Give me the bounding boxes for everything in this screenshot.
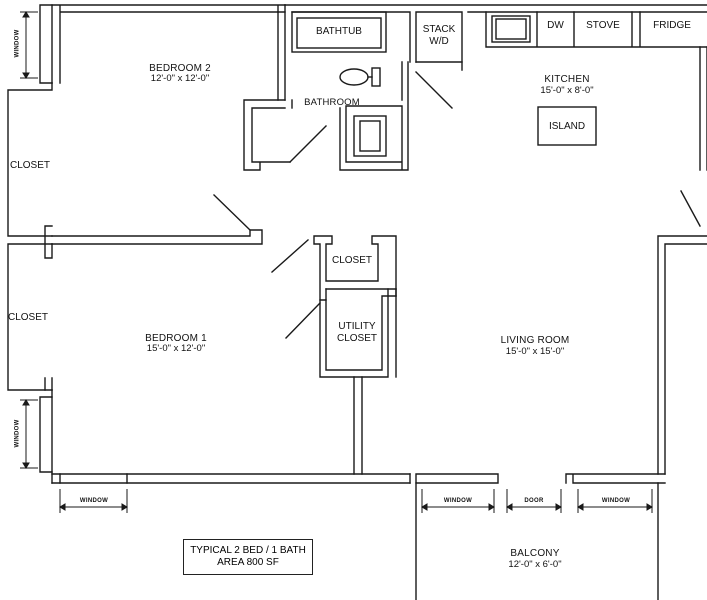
plan-type-text: TYPICAL 2 BED / 1 BATH xyxy=(190,545,306,556)
bedroom1-dimensions: 15'-0" x 12'-0" xyxy=(146,343,206,354)
bathtub-label: BATHTUB xyxy=(316,26,362,37)
bathtub xyxy=(291,11,387,53)
bedroom1-label: BEDROOM 1 xyxy=(145,333,207,344)
utility-closet-label-line1: UTILITY xyxy=(338,321,376,332)
closet-label-bedroom2: CLOSET xyxy=(9,160,50,171)
closet-label-center: CLOSET xyxy=(331,255,372,266)
stack-wd-label-line2: W/D xyxy=(429,36,449,47)
closet-label-bedroom1: CLOSET xyxy=(7,312,48,323)
door-label-balcony: DOOR xyxy=(524,498,544,504)
window-label-left-top: WINDOW xyxy=(14,29,21,58)
sink xyxy=(491,15,531,43)
plan-area-text: AREA 800 SF xyxy=(217,557,279,568)
island xyxy=(537,106,597,146)
exterior-wall-top xyxy=(51,4,286,84)
utility-closet-label-line2: CLOSET xyxy=(336,333,377,344)
stove-label: STOVE xyxy=(586,20,620,31)
window-label-balcony-right: WINDOW xyxy=(601,498,631,504)
dishwasher-label: DW xyxy=(547,20,564,31)
bedroom2-label: BEDROOM 2 xyxy=(149,63,211,74)
living-room-dimensions: 15'-0" x 15'-0" xyxy=(505,346,565,357)
window-label-balcony-left: WINDOW xyxy=(443,498,473,504)
window-left-top xyxy=(39,4,53,84)
island-label: ISLAND xyxy=(548,121,586,132)
plan-summary-note: TYPICAL 2 BED / 1 BATH AREA 800 SF xyxy=(183,539,313,575)
balcony-label: BALCONY xyxy=(510,548,560,559)
window-left-bottom xyxy=(39,396,53,473)
kitchen-label: KITCHEN xyxy=(544,74,590,85)
window-label-left-bottom: WINDOW xyxy=(14,419,21,448)
balcony-dimensions: 12'-0" x 6'-0" xyxy=(508,559,562,570)
bedroom2-dimensions: 12'-0" x 12'-0" xyxy=(150,73,210,84)
kitchen-dimensions: 15'-0" x 8'-0" xyxy=(540,85,594,96)
stack-wd-label-line1: STACK xyxy=(422,24,456,35)
fridge-label: FRIDGE xyxy=(653,20,691,31)
bathroom-label: BATHROOM xyxy=(304,97,360,108)
living-room-label: LIVING ROOM xyxy=(500,335,570,346)
window-label-bottom-left: WINDOW xyxy=(79,498,109,504)
